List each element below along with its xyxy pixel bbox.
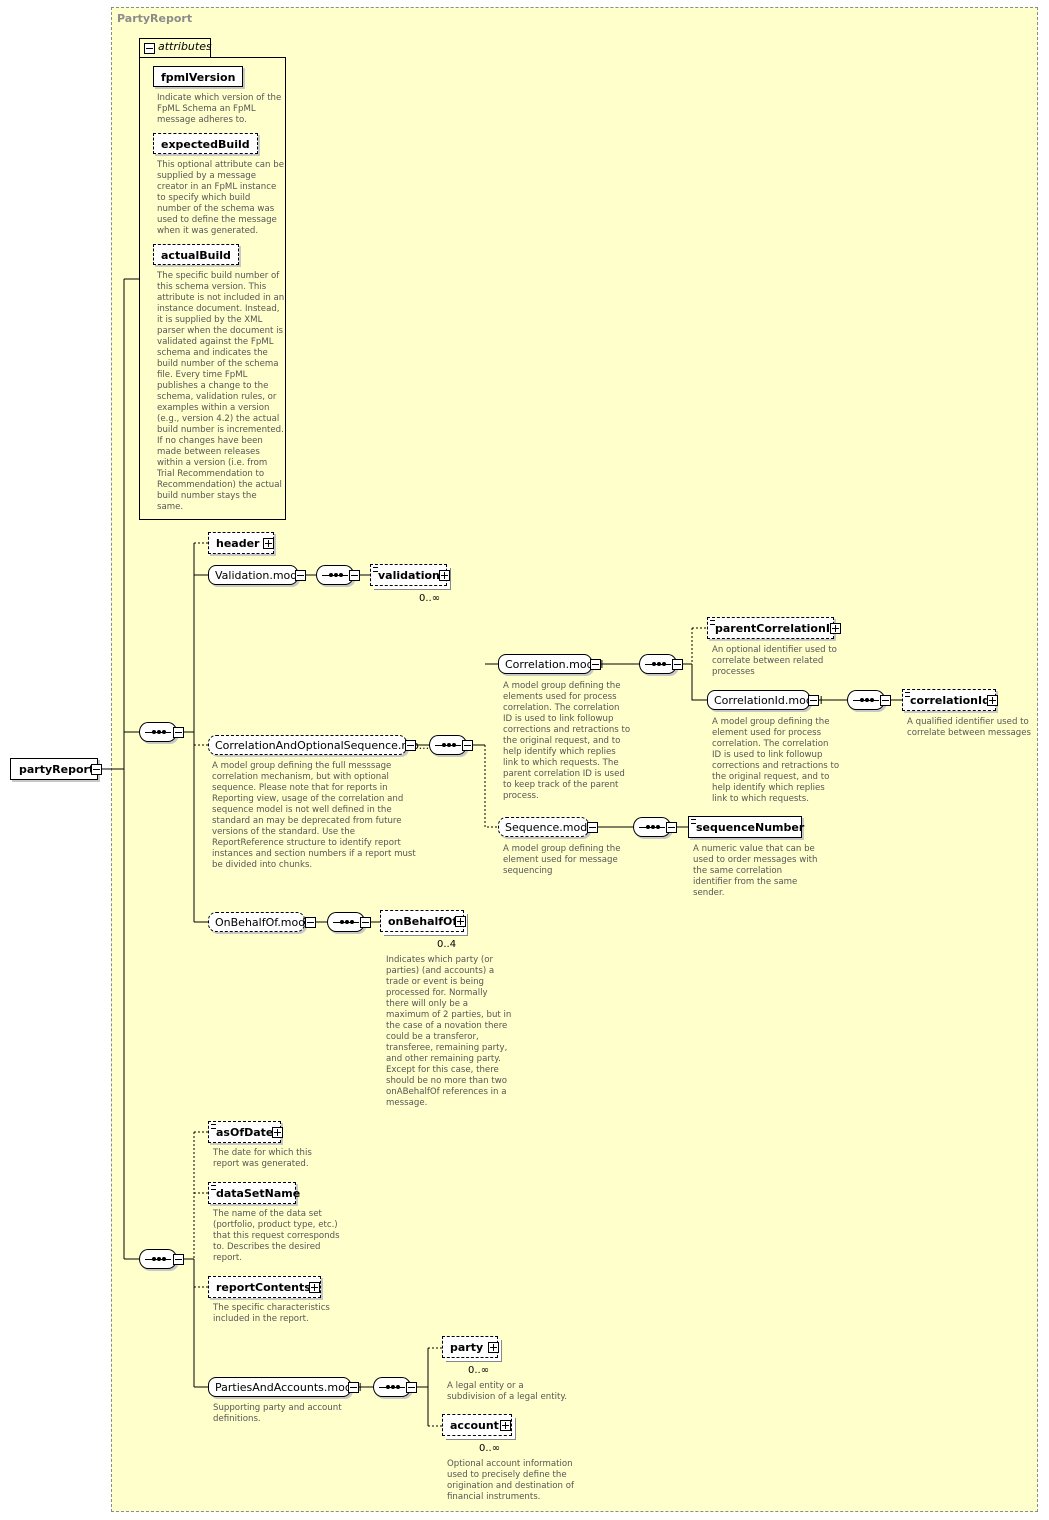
collapse-icon[interactable] <box>672 659 683 670</box>
validation-cardinality: 0..∞ <box>419 593 441 604</box>
on-behalf-of-model-label: OnBehalfOf.model <box>215 916 316 929</box>
collapse-icon[interactable] <box>91 764 102 775</box>
as-of-date-element[interactable]: asOfDate <box>208 1121 281 1143</box>
expand-icon[interactable] <box>263 538 274 549</box>
validation-model-group[interactable]: Validation.model <box>208 565 307 585</box>
attr-actual-build-label: actualBuild <box>161 249 231 262</box>
on-behalf-of-element[interactable]: onBehalfOf <box>380 910 464 932</box>
expand-icon[interactable] <box>309 1282 320 1293</box>
expand-icon[interactable] <box>830 623 841 634</box>
parties-and-accounts-model-group[interactable]: PartiesAndAccounts.model <box>208 1377 362 1397</box>
party-report-root-label: partyReport <box>19 763 95 776</box>
correlation-and-optional-sequence-group[interactable]: CorrelationAndOptionalSequence.mo... <box>208 735 429 755</box>
party-report-root-element[interactable]: partyReport <box>10 758 98 780</box>
validation-model-label: Validation.model <box>215 569 308 582</box>
sequence-compositor <box>139 1249 177 1269</box>
correlation-and-optional-sequence-doc: A model group defining the full messsage… <box>212 761 416 870</box>
parent-correlation-id-label: parentCorrelationId <box>715 622 838 635</box>
party-element[interactable]: party <box>442 1336 498 1358</box>
sequence-number-element[interactable]: sequenceNumber <box>688 816 805 838</box>
collapse-icon[interactable] <box>173 727 184 738</box>
as-of-date-label: asOfDate <box>216 1126 274 1139</box>
collapse-icon[interactable] <box>880 695 891 706</box>
attr-actual-build[interactable]: actualBuild <box>153 244 239 265</box>
expand-icon[interactable] <box>455 916 466 927</box>
collapse-icon[interactable] <box>405 740 416 751</box>
on-behalf-of-model-group[interactable]: OnBehalfOf.model <box>208 912 315 932</box>
parties-and-accounts-model-label: PartiesAndAccounts.model <box>215 1381 362 1394</box>
attr-expected-build[interactable]: expectedBuild <box>153 133 258 154</box>
expand-icon[interactable] <box>272 1127 283 1138</box>
data-set-name-doc: The name of the data set(portfolio, prod… <box>213 1209 340 1263</box>
collapse-icon[interactable] <box>406 1382 417 1393</box>
validation-element[interactable]: validation <box>370 564 447 586</box>
party-cardinality: 0..∞ <box>468 1365 490 1376</box>
collapse-icon[interactable] <box>360 917 371 928</box>
collapse-attributes-icon[interactable] <box>144 43 155 54</box>
account-cardinality: 0..∞ <box>479 1443 501 1454</box>
sequence-compositor <box>633 817 671 837</box>
collapse-icon[interactable] <box>808 695 819 706</box>
correlation-model-label: Correlation.model <box>505 658 604 671</box>
correlation-id-element[interactable]: correlationId <box>902 689 996 711</box>
correlation-and-optional-sequence-label: CorrelationAndOptionalSequence.mo... <box>215 739 430 752</box>
collapse-icon[interactable] <box>295 570 306 581</box>
parent-correlation-id-element[interactable]: parentCorrelationId <box>707 617 838 639</box>
expand-icon[interactable] <box>987 695 998 706</box>
collapse-icon[interactable] <box>666 822 677 833</box>
account-element[interactable]: account <box>442 1414 512 1436</box>
collapse-icon[interactable] <box>462 740 473 751</box>
data-set-name-label: dataSetName <box>216 1187 301 1200</box>
collapse-icon[interactable] <box>349 570 360 581</box>
attributes-label: attributes <box>158 40 212 53</box>
correlation-id-model-label: CorrelationId.model <box>714 694 823 707</box>
validation-label: validation <box>378 569 440 582</box>
collapse-icon[interactable] <box>587 822 598 833</box>
collapse-icon[interactable] <box>173 1254 184 1265</box>
sequence-model-label: Sequence.model <box>505 821 598 834</box>
collapse-icon[interactable] <box>348 1382 359 1393</box>
data-set-name-element[interactable]: dataSetName <box>208 1182 300 1204</box>
attr-fpml-version[interactable]: fpmlVersion <box>153 66 244 87</box>
on-behalf-of-label: onBehalfOf <box>388 915 458 928</box>
attr-expected-build-label: expectedBuild <box>161 138 250 151</box>
sequence-model-group[interactable]: Sequence.model <box>498 817 597 837</box>
report-contents-element[interactable]: reportContents <box>208 1276 321 1298</box>
attributes-tab <box>139 38 211 58</box>
frame-title: PartyReport <box>117 12 193 25</box>
collapse-icon[interactable] <box>590 659 601 670</box>
expand-icon[interactable] <box>488 1342 499 1353</box>
party-label: party <box>450 1341 484 1354</box>
header-label: header <box>216 537 260 550</box>
sequence-number-label: sequenceNumber <box>696 821 805 834</box>
attr-fpml-version-label: fpmlVersion <box>161 71 236 84</box>
expand-icon[interactable] <box>439 570 450 581</box>
account-label: account <box>450 1419 499 1432</box>
correlation-model-group[interactable]: Correlation.model <box>498 654 603 674</box>
on-behalf-of-cardinality: 0..4 <box>437 939 457 950</box>
report-contents-label: reportContents <box>216 1281 311 1294</box>
sequence-compositor <box>139 722 177 742</box>
correlation-id-label: correlationId <box>910 694 990 707</box>
expand-icon[interactable] <box>500 1420 511 1431</box>
collapse-icon[interactable] <box>305 917 316 928</box>
correlation-id-model-group[interactable]: CorrelationId.model <box>707 690 823 710</box>
